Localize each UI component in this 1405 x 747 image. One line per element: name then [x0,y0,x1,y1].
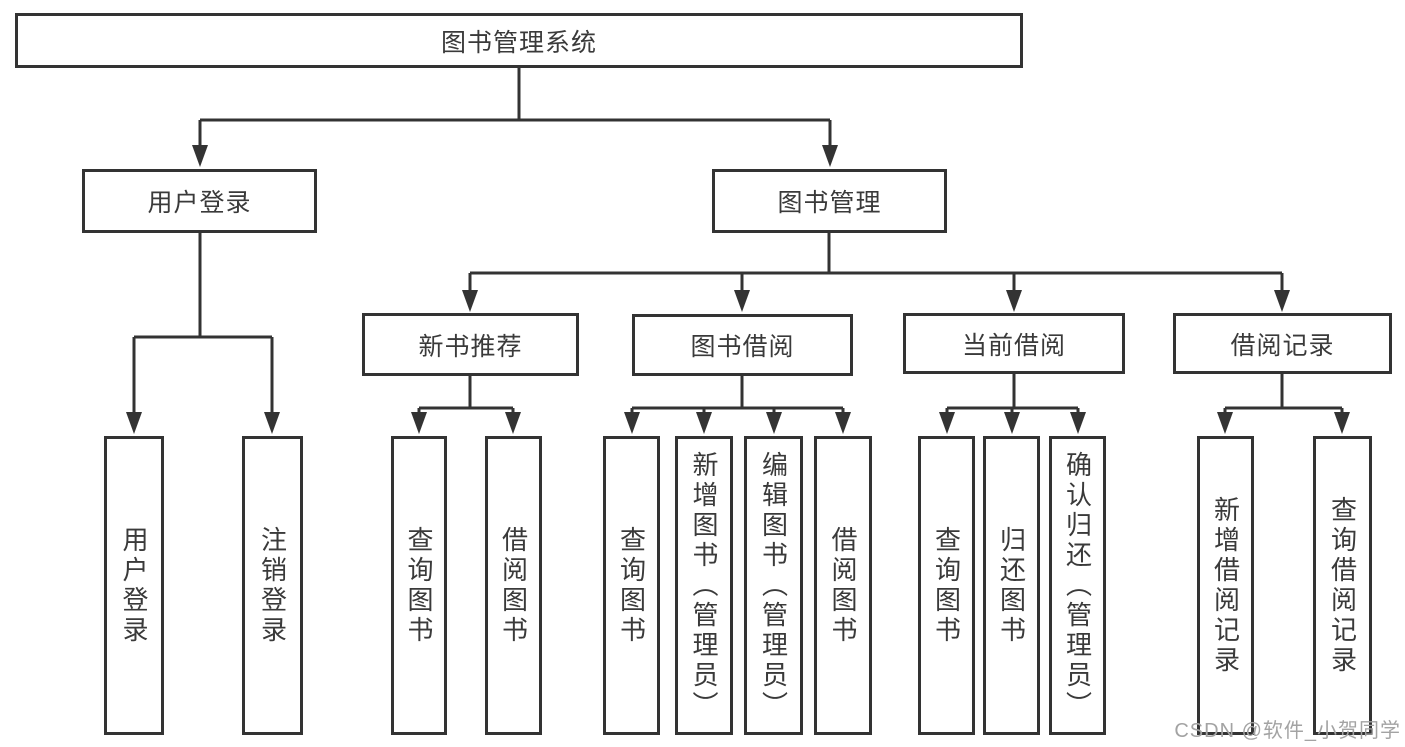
node-label: 借阅图书 [828,525,858,646]
node-label: 借阅记录 [1230,331,1335,360]
node-user-login: 用户登录 [82,169,317,233]
node-label: 查询图书 [404,525,434,646]
leaf-user-login: 用户登录 [104,436,164,735]
node-system-root: 图书管理系统 [15,13,1023,68]
leaf-logout: 注销登录 [242,436,303,735]
node-borrow-records: 借阅记录 [1173,313,1392,374]
arrowhead-icons [126,145,1350,434]
leaf-borrow-add-admin: 新增图书（管理员） [675,436,733,735]
node-label: 编辑图书（管理员） [758,450,789,721]
leaf-records-add: 新增借阅记录 [1197,436,1254,735]
node-label: 用户登录 [147,189,252,217]
node-label: 用户登录 [119,525,149,646]
node-label: 注销登录 [257,525,288,646]
node-label: 当前借阅 [961,331,1066,360]
node-label: 图书借阅 [690,333,795,361]
leaf-current-query: 查询图书 [918,436,975,735]
leaf-borrow-query: 查询图书 [603,436,660,735]
leaf-records-query: 查询借阅记录 [1313,436,1372,735]
node-label: 确认归还（管理员） [1062,450,1093,721]
node-label: 查询图书 [616,525,647,646]
node-book-management: 图书管理 [712,169,947,233]
node-label: 归还图书 [996,525,1027,646]
leaf-borrow-borrow: 借阅图书 [814,436,872,735]
node-current-borrow: 当前借阅 [903,313,1125,374]
leaf-borrow-edit-admin: 编辑图书（管理员） [744,436,803,735]
node-label: 借阅图书 [498,525,529,646]
node-label: 新增图书（管理员） [689,450,719,721]
node-label: 查询借阅记录 [1327,495,1358,676]
node-label: 新书推荐 [418,332,523,361]
leaf-newbook-borrow: 借阅图书 [485,436,542,735]
leaf-current-return: 归还图书 [983,436,1040,735]
csdn-watermark: CSDN @软件_小贺同学 [1174,720,1401,742]
node-new-book-recommend: 新书推荐 [362,313,579,376]
node-label: 查询图书 [931,525,962,646]
leaf-current-confirm-admin: 确认归还（管理员） [1049,436,1106,735]
leaf-newbook-query: 查询图书 [391,436,447,735]
node-label: 新增借阅记录 [1210,495,1241,676]
node-label: 图书管理系统 [440,28,597,57]
node-book-borrow: 图书借阅 [632,314,853,376]
node-label: 图书管理 [777,189,882,217]
